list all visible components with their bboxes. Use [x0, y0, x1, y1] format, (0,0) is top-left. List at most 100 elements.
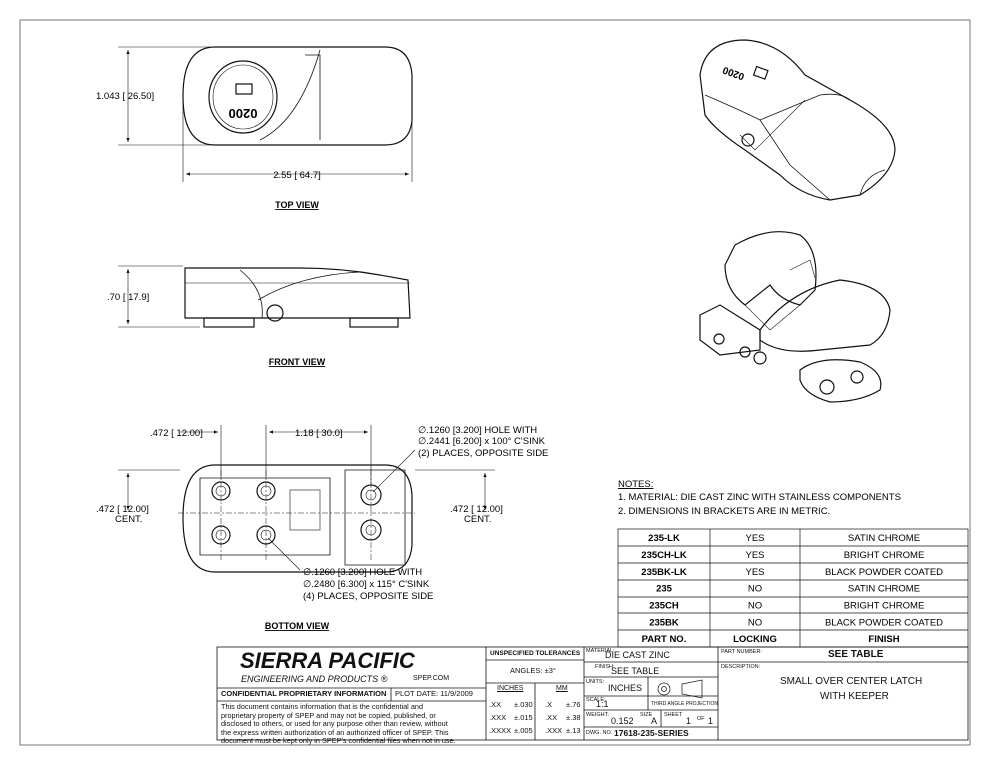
plot-date: PLOT DATE: 11/9/2009: [395, 689, 473, 698]
finish-cell: BLACK POWDER COATED: [825, 567, 943, 578]
tolerance-in-tol: ±.030: [514, 700, 533, 709]
parts-table: 235-LK YES SATIN CHROME 235CH-LK YES BRIGHT C…: [641, 533, 943, 629]
angles-tolerance: ANGLES: ±3°: [510, 666, 556, 675]
notes-block: NOTES: 1. MATERIAL: DIE CAST ZINC WITH S…: [618, 479, 901, 517]
tolerance-mm: .X: [545, 700, 553, 709]
part-number-value: SEE TABLE: [828, 649, 884, 660]
tolerance-mm: .XXX: [545, 726, 563, 735]
projection-label: THIRD ANGLE PROJECTION: [651, 701, 718, 707]
dwg-no-label: DWG. NO.: [586, 730, 613, 736]
sheet-total: 1: [708, 716, 714, 726]
units-label: UNITS:: [586, 679, 605, 685]
bottom-cent-right-dim: .472 [ 12.00]: [450, 504, 503, 515]
tolerance-mm-tol: ±.38: [566, 713, 581, 722]
third-angle-projection-icon: [657, 679, 703, 699]
top-height-value: 1.043 [ 26.50]: [96, 91, 154, 102]
locking-cell: NO: [748, 618, 762, 629]
part-no-cell: 235-LK: [648, 533, 680, 544]
bottom-dimensions: [118, 425, 495, 571]
size-value: A: [651, 716, 658, 726]
top-view-marking: 0200: [229, 106, 258, 121]
finish-cell: BRIGHT CHROME: [844, 550, 925, 561]
top-height-dimension: [118, 46, 212, 146]
tolerances-title: UNSPECIFIED TOLERANCES: [490, 650, 581, 657]
top-view-title: TOP VIEW: [275, 200, 319, 210]
top-length-dimension: [182, 100, 413, 182]
parts-table-header: PART NO. LOCKING FINISH: [642, 634, 900, 645]
tolerance-mm-tol: ±.13: [566, 726, 581, 735]
tolerance-in: .XXX: [489, 713, 507, 722]
finish-value: SEE TABLE: [611, 666, 660, 676]
part-no-cell: 235CH-LK: [641, 550, 687, 561]
iso-view-open: [699, 231, 891, 403]
header-locking: LOCKING: [733, 634, 777, 645]
top-view: [182, 46, 413, 146]
header-finish: FINISH: [868, 634, 899, 645]
scale-value: 1:1: [596, 699, 609, 709]
tolerance-in: .XX: [489, 700, 502, 709]
tolerance-mm: .XX: [545, 713, 558, 722]
front-height-value: .70 [ 17.9]: [107, 292, 149, 303]
bottom-cent-left-label: CENT.: [115, 514, 142, 525]
tol-inches-header: INCHES: [497, 685, 524, 692]
bottom-cent-left-dim: .472 [ 12.00]: [96, 504, 149, 515]
locking-cell: NO: [748, 584, 762, 595]
finish-cell: BLACK POWDER COATED: [825, 618, 943, 629]
bottom-span-dim: 1.18 [ 30.0]: [295, 428, 343, 439]
svg-text:∅.2480 [6.300] x 115° C'SINK: ∅.2480 [6.300] x 115° C'SINK: [303, 579, 430, 590]
finish-cell: BRIGHT CHROME: [844, 601, 925, 612]
company-subtitle: ENGINEERING AND PRODUCTS ®: [241, 674, 388, 684]
sheet-border: [19, 19, 971, 746]
finish-cell: SATIN CHROME: [848, 533, 920, 544]
of-label: OF: [697, 716, 705, 722]
size-label: SIZE: [640, 712, 653, 718]
confidential-title: CONFIDENTIAL PROPRIETARY INFORMATION: [221, 689, 387, 698]
iso-view-closed: [699, 39, 896, 201]
svg-text:(2) PLACES, OPPOSITE SIDE: (2) PLACES, OPPOSITE SIDE: [418, 448, 548, 459]
bottom-centerlines: [178, 470, 415, 560]
notes-title: NOTES:: [618, 479, 653, 490]
tolerance-in: .XXXX: [489, 726, 512, 735]
confidential-text: This document contains information that …: [221, 702, 456, 746]
dwg-no-value: 17618-235-SERIES: [614, 728, 689, 738]
company-website: SPEP.COM: [413, 675, 450, 682]
svg-text:∅.2441 [6.200] x 100° C'SINK: ∅.2441 [6.200] x 100° C'SINK: [418, 436, 546, 447]
description-label: DESCRIPTION:: [721, 664, 761, 670]
description-line-1: SMALL OVER CENTER LATCH: [780, 676, 923, 687]
note-2: 2. DIMENSIONS IN BRACKETS ARE IN METRIC.: [618, 506, 830, 517]
header-part-no: PART NO.: [642, 634, 687, 645]
bottom-left-dim: .472 [ 12.00]: [150, 428, 203, 439]
front-view: [184, 267, 411, 328]
bottom-cent-right-label: CENT.: [464, 514, 491, 525]
material-label: MATERIAL:: [586, 648, 615, 654]
note-1: 1. MATERIAL: DIE CAST ZINC WITH STAINLES…: [618, 492, 901, 503]
units-value: INCHES: [608, 683, 643, 693]
tol-mm-header: MM: [556, 685, 568, 692]
part-no-cell: 235: [656, 584, 673, 595]
locking-cell: YES: [745, 550, 764, 561]
part-no-cell: 235CH: [649, 601, 679, 612]
material-value: DIE CAST ZINC: [605, 650, 670, 660]
sheet-number: 1: [686, 716, 692, 726]
svg-text:∅.1260 [3.200] HOLE WITH: ∅.1260 [3.200] HOLE WITH: [418, 425, 537, 436]
locking-cell: NO: [748, 601, 762, 612]
svg-text:∅.1260 [3.200] HOLE WITH: ∅.1260 [3.200] HOLE WITH: [303, 567, 422, 578]
locking-cell: YES: [745, 533, 764, 544]
sheet-label: SHEET: [664, 712, 683, 718]
front-height-dimension: [118, 265, 200, 328]
bottom-view-title: BOTTOM VIEW: [265, 621, 330, 631]
bottom-view: [182, 464, 413, 573]
hole-callout-bottom: ∅.1260 [3.200] HOLE WITH ∅.2480 [6.300] …: [303, 567, 433, 602]
iso-marking: 0200: [721, 64, 746, 82]
top-length-value: 2.55 [ 64.7]: [273, 170, 321, 181]
weight-value: 0.152: [611, 716, 634, 726]
tolerance-in-tol: ±.015: [514, 713, 533, 722]
company-name: SIERRA PACIFIC: [240, 648, 415, 673]
hole-callout-top: ∅.1260 [3.200] HOLE WITH ∅.2441 [6.200] …: [418, 425, 548, 459]
finish-label: FINISH:: [595, 664, 615, 670]
part-number-label: PART NUMBER:: [721, 649, 762, 655]
svg-text:(4) PLACES, OPPOSITE SIDE: (4) PLACES, OPPOSITE SIDE: [303, 591, 433, 602]
finish-cell: SATIN CHROME: [848, 584, 920, 595]
tolerance-in-tol: ±.005: [514, 726, 533, 735]
